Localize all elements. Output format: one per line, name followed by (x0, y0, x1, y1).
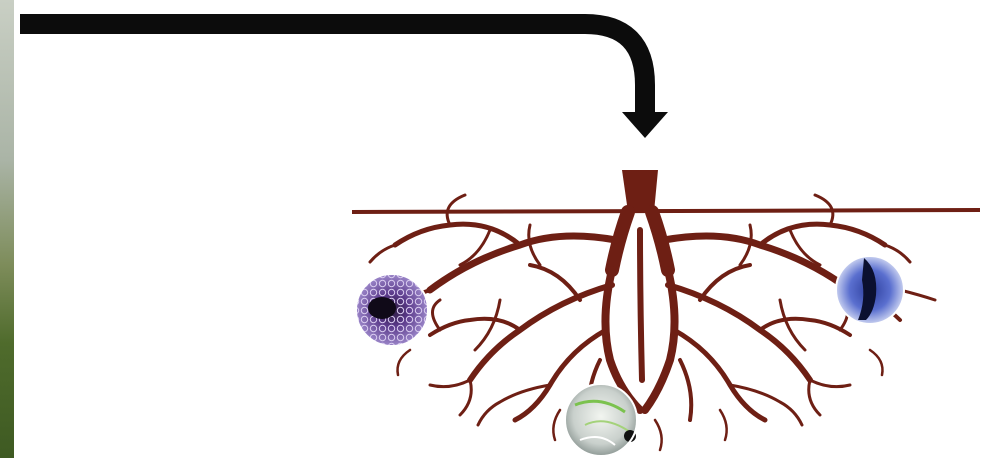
flow-arrow (20, 24, 668, 138)
blue-tissue-micrograph (836, 256, 904, 324)
green-plantlet-micrograph (565, 384, 637, 456)
purple-cell-micrograph (356, 274, 428, 346)
